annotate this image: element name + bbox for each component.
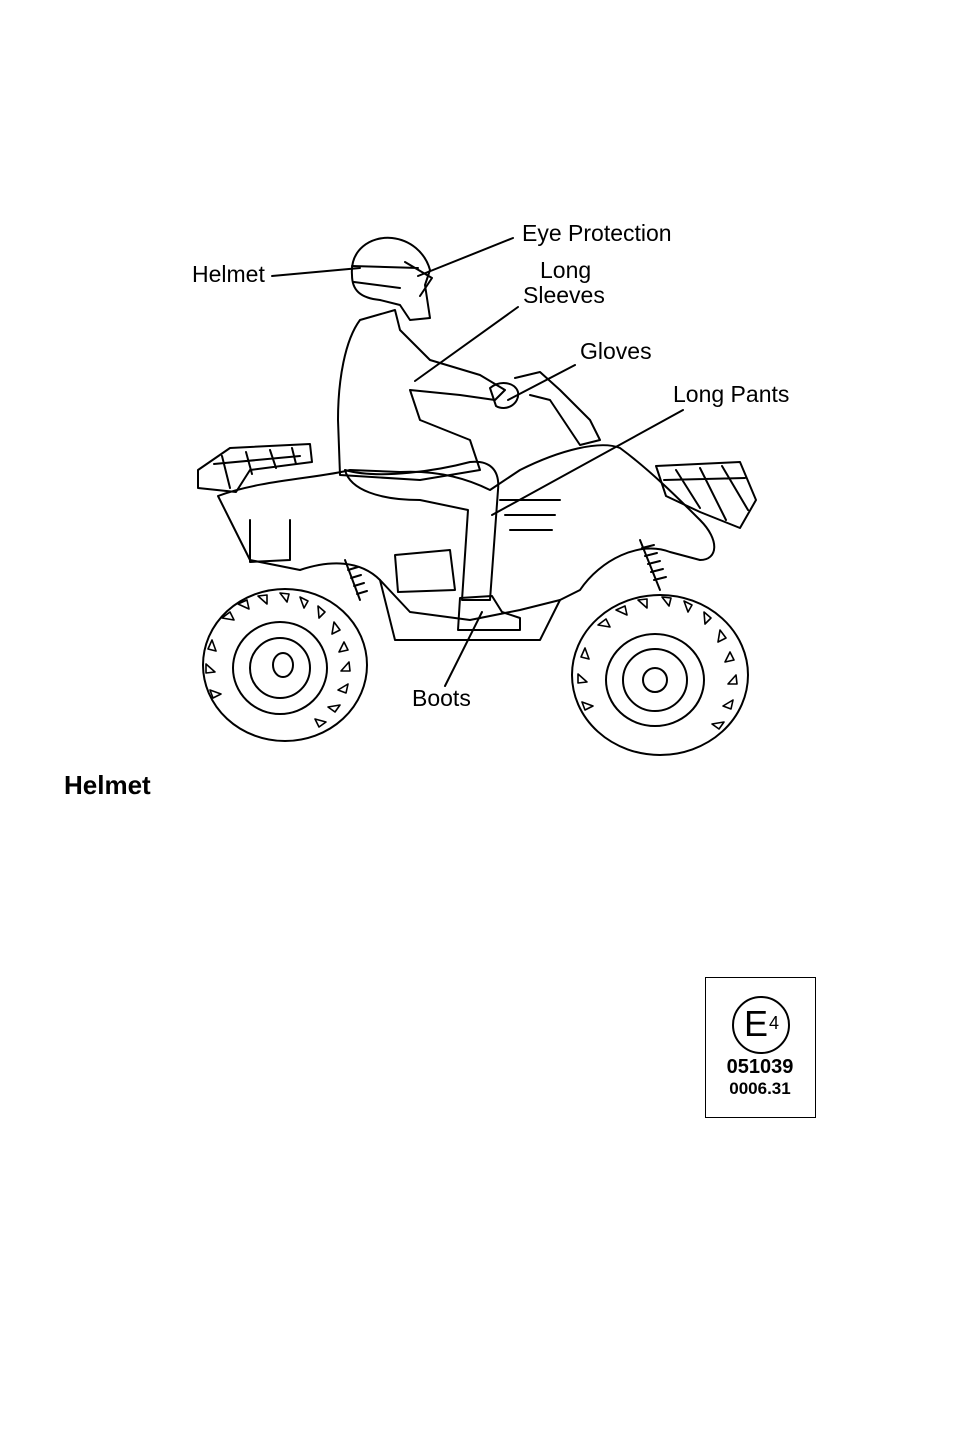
ece-letter: E [744, 1003, 769, 1044]
serial-number: 0006.31 [729, 1079, 791, 1098]
rider-helmet-drawing [350, 236, 431, 321]
atv-body-drawing [217, 444, 716, 621]
ece-country-number: 4 [769, 1013, 780, 1033]
long-pants-label: Long Pants [673, 381, 790, 407]
atv-rider-drawing [197, 236, 757, 756]
ece-approval-mark: E 4 051039 0006.31 [705, 977, 816, 1118]
ece-e-circle: E 4 [732, 996, 790, 1054]
rider-pants-drawing [344, 460, 500, 601]
approval-number: 051039 [726, 1056, 794, 1078]
helmet-label: Helmet [192, 261, 265, 287]
long-sleeves-label-line1: Long [540, 257, 592, 283]
rear-wheel-drawing [202, 588, 368, 742]
section-heading: Helmet [64, 770, 151, 800]
front-wheel-drawing [571, 594, 749, 756]
boots-label: Boots [412, 685, 471, 711]
rear-rack-drawing [197, 443, 313, 493]
rider-glove-drawing [489, 382, 520, 410]
eye-protection-label: Eye Protection [522, 220, 672, 246]
gloves-label: Gloves [580, 338, 652, 364]
front-rack-drawing [655, 461, 757, 529]
long-sleeves-label-line2: Sleeves [523, 282, 605, 308]
atv-rider-gear-illustration: Eye Protection Helmet Long Sleeves Glove… [192, 220, 790, 756]
rider-boot-drawing [457, 595, 521, 631]
rider-jacket-drawing [337, 309, 506, 481]
